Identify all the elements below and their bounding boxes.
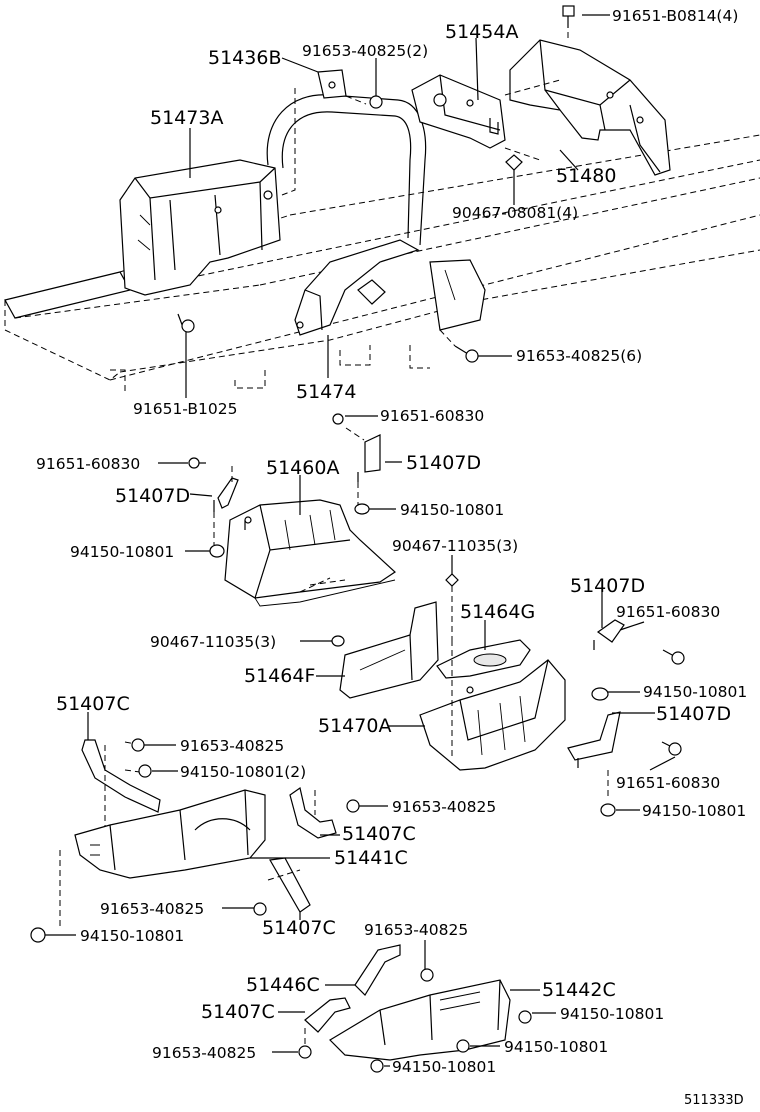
label-91651-60830-upper: 91651-60830 [380,407,484,425]
diagram-reference-id: 511333D [684,1093,744,1108]
label-91653-40825-2: 91653-40825(2) [302,42,428,60]
label-91651-60830-c: 91651-60830 [616,603,720,621]
part-51460A-shape [224,499,396,607]
label-51470A: 51470A [318,715,391,737]
label-51407C-b: 51407C [342,823,416,845]
label-90467-08081: 90467-08081(4) [452,204,578,222]
nut-94150-10801-f [518,1010,532,1024]
part-51470A-shape [419,640,566,771]
label-94150-10801-d: 94150-10801 [642,802,746,820]
label-90467-11035-a: 90467-11035(3) [392,537,518,555]
bolt-91651-B1025 [177,313,195,333]
part-51441C-shape [74,789,320,879]
bolt-91651-60830-c [662,649,685,665]
nut-94150-10801-c [591,687,609,701]
part-51442C-shape [329,979,511,1061]
nut-94150-10801-h [370,1059,384,1073]
label-94150-10801-c: 94150-10801 [643,683,747,701]
label-91653-40825-c: 91653-40825 [100,900,204,918]
part-51480-shape [504,12,671,176]
label-51407D-right: 51407D [406,452,481,474]
clip-90467-11035-a [445,573,459,640]
label-91653-40825-a: 91653-40825 [180,737,284,755]
part-51407D-right-shape [345,427,381,510]
label-51442C: 51442C [542,979,616,1001]
label-94150-10801-right: 94150-10801 [400,501,504,519]
label-91651-B1025: 91651-B1025 [133,400,237,418]
label-90467-11035-b: 90467-11035(3) [150,633,276,651]
label-51480: 51480 [556,165,616,187]
bolt-91653-40825-b [346,799,360,813]
label-51474: 51474 [296,381,356,403]
label-51464F: 51464F [244,665,315,687]
bolt-91653-40825-a [131,738,145,752]
label-51407C-a: 51407C [56,693,130,715]
part-51464F-shape [339,601,439,699]
label-51407C-d: 51407C [201,1001,275,1023]
label-51464G: 51464G [460,601,535,623]
label-51460A: 51460A [266,457,339,479]
part-51464G-shape [436,639,531,679]
bolt-91651-B0814 [562,5,575,28]
label-91651-60830-left: 91651-60830 [36,455,140,473]
bolt-91653-40825-d [420,968,434,982]
label-91651-B0814: 91651-B0814(4) [612,7,738,25]
label-51436B: 51436B [208,47,281,69]
label-91653-40825-e: 91653-40825 [152,1044,256,1062]
nut-94150-10801-e [30,927,46,943]
part-51407C-c-shape [59,850,311,930]
nut-94150-10801-right [354,503,370,515]
part-51446C-shape [354,944,401,996]
bolt-91653-40825-2 [369,60,383,109]
label-94150-10801-e: 94150-10801 [80,927,184,945]
clip-90467-08081 [505,154,523,182]
bolt-91653-40825-e [298,1045,312,1059]
label-94150-10801-g: 94150-10801 [504,1038,608,1056]
bolt-91653-40825-c [253,902,267,916]
part-51407D-c-shape [593,619,625,650]
label-91653-40825-b: 91653-40825 [392,798,496,816]
label-91653-40825-d: 91653-40825 [364,921,468,939]
label-51407D-d: 51407D [656,703,731,725]
part-51407D-d-shape [567,711,621,800]
label-51454A: 51454A [445,21,518,43]
nut-94150-10801-g [456,1039,470,1053]
label-51446C: 51446C [246,974,320,996]
label-94150-10801-f: 94150-10801 [560,1005,664,1023]
nut-94150-10801-d [600,803,616,817]
part-51436B-shape [281,69,367,196]
label-94150-10801-left: 94150-10801 [70,543,174,561]
part-51454A-shape [411,74,506,149]
bolt-91651-60830-left [188,457,206,469]
label-91653-40825-6: 91653-40825(6) [516,347,642,365]
part-51407D-left-shape [213,462,239,545]
label-94150-10801-h: 94150-10801 [392,1058,496,1076]
label-51441C: 51441C [334,847,408,869]
label-51407C-c: 51407C [262,917,336,939]
leader-lines [45,14,676,1067]
part-51407C-b-shape [289,786,337,839]
nut-94150-10801-left [209,544,225,558]
bolt-91651-60830-upper [332,413,344,425]
label-94150-10801-2: 94150-10801(2) [180,763,306,781]
bolt-91653-40825-6 [439,329,479,363]
part-51407C-d-shape [304,997,351,1048]
label-51473A: 51473A [150,107,223,129]
clip-90467-11035-b [331,635,345,647]
bolt-91651-60830-d [661,741,682,756]
label-91651-60830-d: 91651-60830 [616,774,720,792]
part-51473A-shape [119,159,281,296]
part-51474-shape [294,239,420,336]
frame-side-bracket [429,259,486,331]
nut-94150-10801-2 [138,764,152,778]
label-51407D-left: 51407D [115,485,190,507]
label-51407D-c: 51407D [570,575,645,597]
